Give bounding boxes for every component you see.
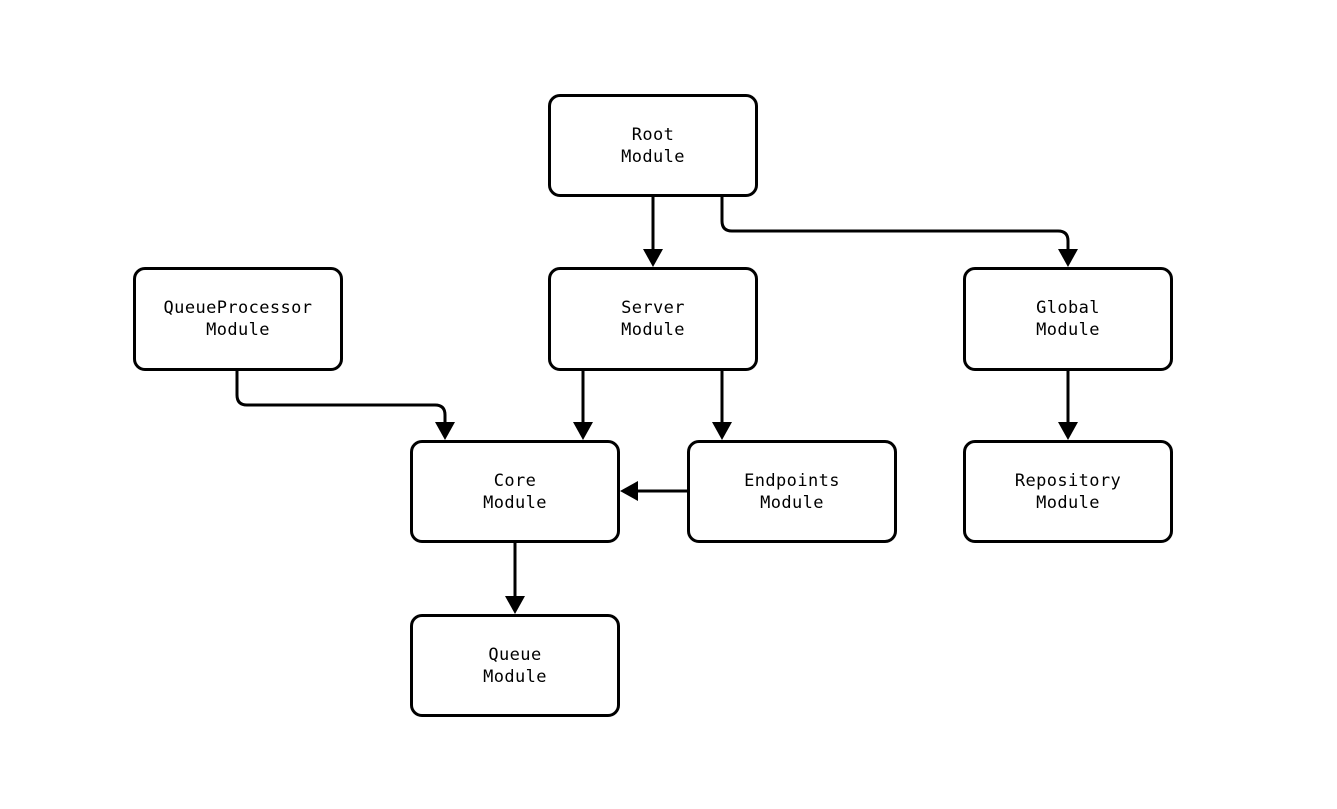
- node-repository-module-label: Repository: [1014, 470, 1122, 491]
- arrowhead-root-server: [643, 249, 663, 267]
- arrowhead-queueprocessor-core: [435, 422, 455, 440]
- node-queue-module-label: Queue: [488, 644, 542, 665]
- node-queueprocessor-module-label: QueueProcessor: [163, 298, 313, 318]
- node-endpoints-module-label: Endpoints: [744, 470, 840, 491]
- edge-arrowheads: [435, 249, 1078, 614]
- node-server-module[interactable]: Server Module: [548, 267, 758, 371]
- edge-paths: [235, 197, 1070, 596]
- edge-root-global: [720, 197, 1070, 249]
- node-endpoints-module[interactable]: Endpoints Module: [687, 440, 897, 543]
- node-server-module-label: Server: [621, 298, 685, 318]
- arrowhead-server-core: [573, 422, 593, 440]
- arrowhead-endpoints-core: [620, 481, 638, 501]
- node-root-module-sublabel: Module: [621, 146, 685, 167]
- arrowhead-server-endpoints: [712, 422, 732, 440]
- node-server-module-sublabel: Module: [621, 320, 685, 340]
- node-queue-module[interactable]: Queue Module: [410, 614, 620, 717]
- arrowhead-global-repository: [1058, 422, 1078, 440]
- edge-queueprocessor-core: [235, 371, 447, 422]
- arrowhead-root-global: [1058, 249, 1078, 267]
- node-queueprocessor-module[interactable]: QueueProcessor Module: [133, 267, 343, 371]
- arrowhead-core-queue: [505, 596, 525, 614]
- node-root-module[interactable]: Root Module: [548, 94, 758, 197]
- node-core-module[interactable]: Core Module: [410, 440, 620, 543]
- node-core-module-sublabel: Module: [483, 492, 547, 513]
- node-repository-module[interactable]: Repository Module: [963, 440, 1173, 543]
- node-global-module-sublabel: Module: [1036, 320, 1100, 340]
- node-global-module-label: Global: [1036, 298, 1100, 318]
- node-root-module-label: Root: [631, 124, 675, 145]
- node-global-module[interactable]: Global Module: [963, 267, 1173, 371]
- node-core-module-label: Core: [493, 470, 537, 491]
- node-endpoints-module-sublabel: Module: [760, 492, 824, 513]
- node-queue-module-sublabel: Module: [483, 666, 547, 687]
- node-queueprocessor-module-sublabel: Module: [206, 320, 270, 340]
- node-repository-module-sublabel: Module: [1036, 492, 1100, 513]
